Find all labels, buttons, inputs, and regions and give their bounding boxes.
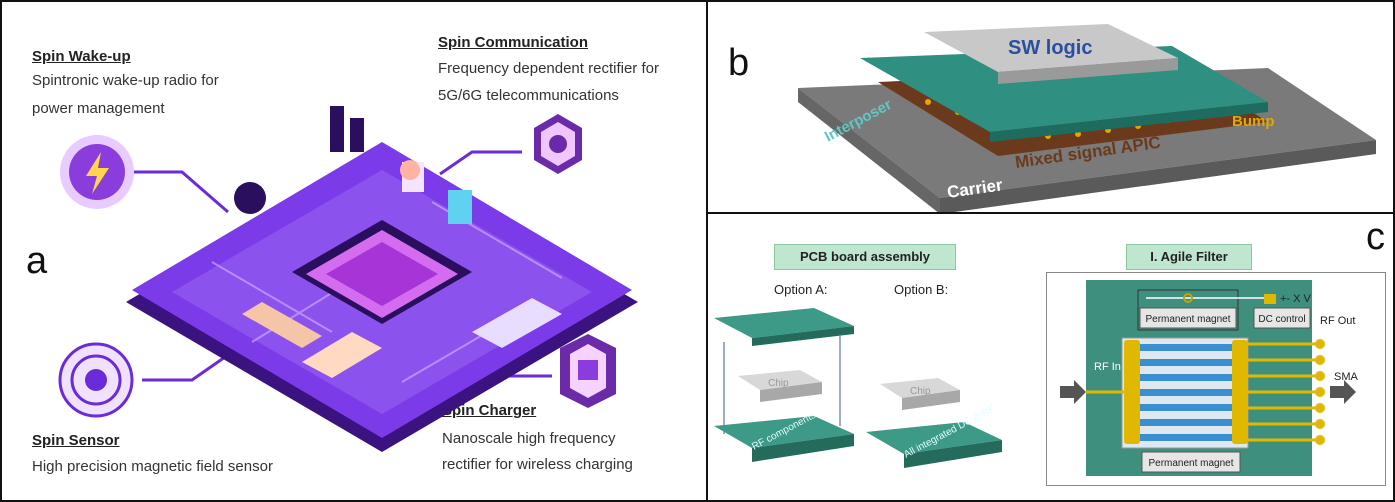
satellite-icon [534,114,582,174]
capacitor [402,162,424,192]
spin-wakeup-title: Spin Wake-up [32,48,131,65]
lightning-icon [60,135,134,209]
filter-pads [1124,340,1248,444]
spin-communication-desc-2: 5G/6G telecommunications [438,87,619,104]
board-edge [126,152,638,452]
sma-label: SMA [1334,371,1359,383]
option-a-chip-label: Chip [768,378,789,389]
spin-charger-title: Spin Charger [442,402,537,419]
interposer-side [990,102,1268,142]
sma-arrow [1330,380,1356,404]
permanent-magnet-top [1139,307,1237,329]
spin-communication-title: Spin Communication [438,34,588,51]
carrier-side-left [798,88,940,212]
permanent-magnet-top-label: Permanent magnet [1145,314,1230,325]
ram-module [472,298,562,348]
panel-b: b SW logic Interposer Bump Mixed signal … [706,0,1395,214]
rf-output-ports [1315,339,1325,445]
rf-out-label: RF Out [1320,315,1355,327]
voltage-label: +- X V [1280,293,1312,305]
component-block-2 [302,332,382,378]
rf-in-label: RF In [1094,361,1121,373]
pcb-assembly-tag: PCB board assembly [774,244,956,270]
fan [234,182,266,214]
sensor-connector [142,346,239,382]
communication-connector [439,150,522,176]
dc-control-box [1253,307,1311,329]
round-cap [400,160,420,180]
wakeup-connector [134,170,229,214]
bump-label: Bump [1232,113,1275,130]
spin-charger-desc-2: rectifier for wireless charging [442,456,633,473]
component-block [242,302,322,348]
spin-wakeup-desc-2: power management [32,100,165,117]
agile-filter-tag: I. Agile Filter [1126,244,1252,270]
rf-in-arrow [1060,380,1086,404]
option-b-label: Option B: [894,282,949,297]
option-a-bottom-plate [714,416,854,448]
sw-logic-die [924,24,1178,72]
filter-strips [1138,344,1234,441]
panel-c-letter: c [1366,216,1385,258]
panel-a: a Spin Wake-up Spintronic wake-up radio … [0,0,708,502]
spin-charger-desc-1: Nanoscale high frequency [442,430,616,447]
panel-c: c PCB board assembly Option A: Option B:… [706,212,1395,502]
sw-logic-label: SW logic [1008,37,1092,59]
rf-output-lines [1248,342,1320,442]
display-module [448,190,472,224]
spin-wakeup-desc-1: Spintronic wake-up radio for [32,72,219,89]
board-inner [172,170,592,414]
chip-stack-diagram: SW logic Interposer Bump Mixed signal AP… [798,24,1376,212]
agile-filter-diagram: Permanent magnet +- X V DC control [1060,280,1359,476]
sw-logic-side [998,58,1178,84]
option-b-chip [880,378,960,398]
option-a-label: Option A: [774,282,828,297]
cpu-chip [306,230,458,318]
dc-control-label: DC control [1258,314,1305,325]
pcb-assembly-diagram: Chip RF components Chip All integrated D… [714,308,1002,468]
magnet-slider [1183,293,1193,303]
panel-b-letter: b [728,42,750,84]
option-b-plate [866,422,1002,454]
permanent-magnet-bottom-label: Permanent magnet [1148,458,1233,469]
charger-icon [560,334,616,408]
dc-connector [1264,294,1276,304]
option-a-top-plate [714,308,854,338]
cpu-socket [292,220,472,324]
option-b-chip-label: Chip [910,386,931,397]
spin-communication-desc-1: Frequency dependent rectifier for [438,60,659,77]
charger-connector [471,346,552,378]
pin-tower-2 [350,118,364,152]
board-surface [132,142,632,438]
pin-tower [330,106,344,152]
cpu-die [326,242,438,306]
spin-sensor-desc: High precision magnetic field sensor [32,458,273,475]
panel-a-letter: a [26,240,48,282]
assembly-arrows [723,334,841,434]
permanent-magnet-bottom [1141,451,1241,473]
option-a-chip [738,370,822,390]
spin-sensor-title: Spin Sensor [32,432,120,449]
carrier-side [940,140,1376,212]
sensor-icon [58,342,134,418]
